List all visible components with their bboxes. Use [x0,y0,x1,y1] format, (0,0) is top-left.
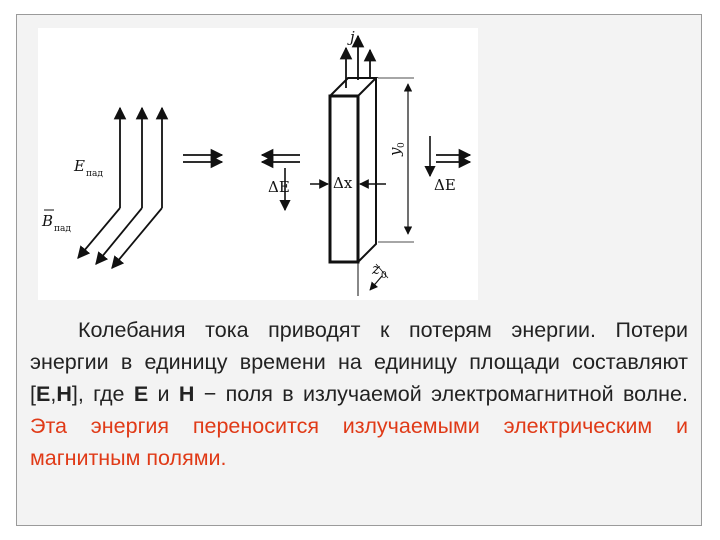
bold-e2: E [133,382,149,406]
b-incident-label: B [41,212,53,230]
text-part-3: − поля в излучаемой электромагнитной вол… [194,382,688,406]
b-incident-sub: пад [54,224,71,234]
text-part-1: Колебания тока приводят к потерям энерги… [30,318,688,406]
e-incident-label: E [73,157,85,175]
incident-propagation-arrow [183,148,224,169]
delta-e-left-label: ΔE [268,178,290,196]
j-label: j [347,28,355,46]
y0-sub: 0 [397,142,407,148]
z0-tick [375,263,389,279]
highlight-text: Эта энергия переносится излучаемыми элек… [30,414,688,470]
current-j-arrows [339,34,377,88]
text-comma: , [50,382,57,406]
z0-label: z [371,260,380,278]
e-incident-arrows [113,106,169,208]
conducting-slab [328,77,379,264]
reflected-propagation-arrow [260,148,300,169]
body-paragraph: Колебания тока приводят к потерям энерги… [30,314,688,474]
text-part-2: ], где [71,382,134,406]
z0-sub: 0 [381,271,387,281]
b-incident-arrows [77,207,163,269]
radiation-diagram: E пад B пад ΔE Δx j [41,28,472,296]
delta-e-right-label: ΔE [434,176,456,194]
text-and: и [148,382,179,406]
e-incident-sub: пад [86,169,103,179]
delta-x-label: Δx [333,174,353,192]
z0-dimension [369,275,383,291]
bold-e: E [35,382,51,406]
bold-h2: H [178,382,195,406]
transmitted-propagation-arrow [436,148,472,169]
diagram-panel: E пад B пад ΔE Δx j [38,28,478,300]
bold-h: H [56,382,72,406]
y0-label: y [386,147,404,157]
